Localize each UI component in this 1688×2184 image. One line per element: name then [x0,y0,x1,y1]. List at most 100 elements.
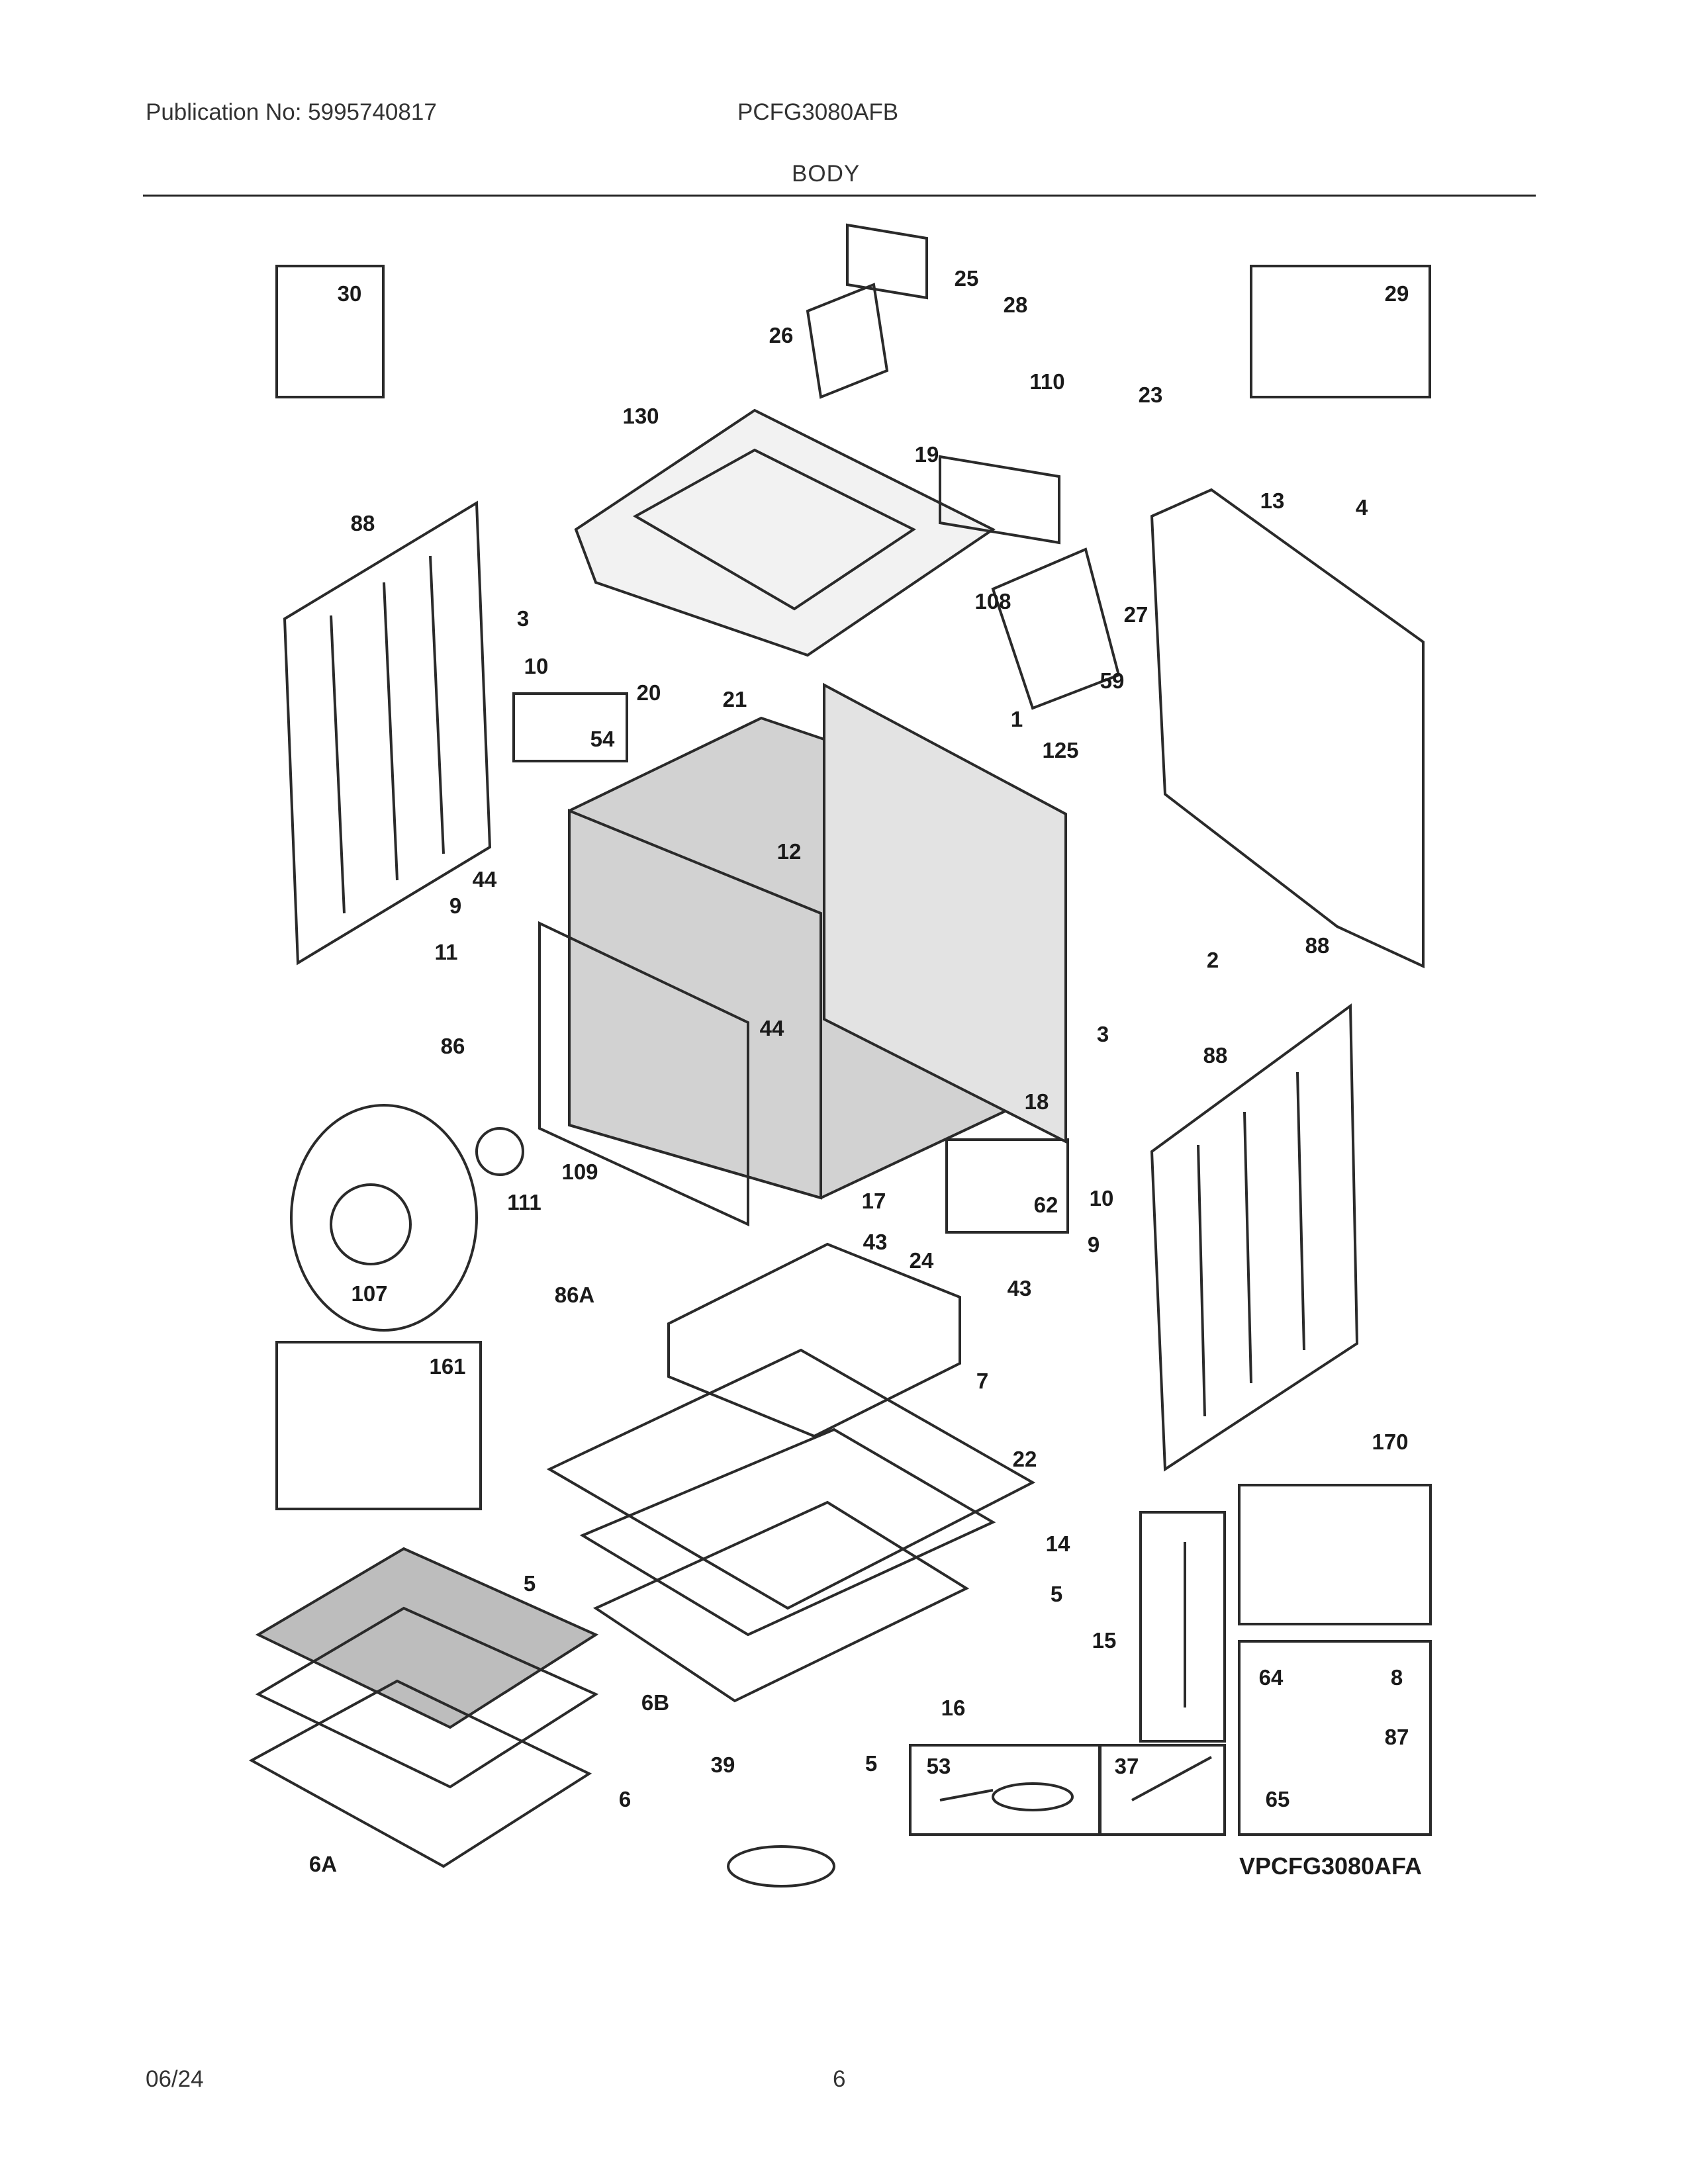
inset-box-62 [945,1138,1069,1234]
callout-53: 53 [927,1754,951,1778]
callout-86: 86 [441,1034,465,1058]
base-pan [592,1500,970,1703]
inset-box-29 [1250,265,1431,398]
callout-14: 14 [1046,1531,1070,1556]
callout-20: 20 [637,680,661,705]
vent-bracket [806,283,889,399]
publication-number: Publication No: 5995740817 [146,99,437,125]
callout-6A: 6A [309,1852,337,1876]
diagram-model-code: VPCFG3080AFA [1239,1852,1422,1880]
callout-12: 12 [777,839,802,864]
top-panel-groove [632,448,916,611]
page-number: 6 [833,2066,846,2092]
callout-109: 109 [561,1160,598,1184]
power-cord [727,1845,835,1888]
callout-labels: 30 25 28 29 26 110 23 130 19 13 4 88 108… [309,266,1409,1876]
callout-3-b: 3 [1097,1022,1109,1046]
callout-108: 108 [974,589,1011,614]
vent-duct [846,223,928,300]
model-number: PCFG3080AFB [737,99,899,125]
oven-rack [255,1606,599,1789]
callout-88-b: 88 [1305,933,1330,958]
cavity-front-frame [568,809,822,1200]
callout-8: 8 [1391,1665,1403,1690]
callout-37: 37 [1115,1754,1139,1778]
callout-161: 161 [429,1354,465,1379]
callout-43-a: 43 [863,1230,888,1254]
callout-125: 125 [1042,738,1078,762]
callout-10-a: 10 [524,654,549,678]
callout-62: 62 [1034,1193,1058,1217]
callout-88-c: 88 [1203,1043,1228,1068]
vent-channel [991,547,1121,710]
callout-16: 16 [941,1696,966,1720]
fan-cover [290,1104,478,1332]
callout-11: 11 [435,940,458,964]
griddle-rack [255,1547,599,1729]
callout-28: 28 [1004,293,1028,317]
callout-6: 6 [619,1787,631,1811]
inset-box-161 [275,1341,482,1510]
inset-box-30 [275,265,385,398]
convection-blower [939,455,1060,545]
callout-4: 4 [1356,495,1368,520]
callout-19: 19 [915,442,939,467]
callout-88-a: 88 [351,511,375,535]
callout-59: 59 [1100,668,1125,693]
callout-10-b: 10 [1090,1186,1114,1210]
left-side-panel [283,500,492,966]
callout-15: 15 [1092,1628,1117,1653]
callout-43-b: 43 [1008,1276,1032,1300]
inset-box-170 [1238,1484,1432,1625]
callout-23: 23 [1139,383,1163,407]
callout-2: 2 [1207,948,1219,972]
callout-86A: 86A [555,1283,595,1307]
callout-18: 18 [1025,1089,1049,1114]
callout-65: 65 [1266,1787,1290,1811]
callout-111: 111 [507,1190,541,1214]
callout-44-b: 44 [760,1016,784,1040]
fan-cover-center [330,1183,412,1265]
callout-22: 22 [1013,1447,1037,1471]
callout-25: 25 [955,266,979,291]
callout-44-a: 44 [473,867,497,891]
bottom-tray [667,1242,961,1438]
rear-panel [1150,488,1425,969]
callout-1: 1 [1011,707,1023,731]
top-panel [574,408,996,657]
section-title: BODY [792,161,861,187]
callout-107: 107 [351,1281,387,1306]
callout-87: 87 [1385,1725,1409,1749]
callout-9-b: 9 [1088,1232,1100,1257]
callout-64: 64 [1259,1665,1284,1690]
right-side-panel [1150,1003,1359,1472]
callout-110: 110 [1029,369,1064,394]
callout-21: 21 [723,687,747,711]
callout-3-a: 3 [517,606,529,631]
door-gasket [538,921,749,1227]
callout-24: 24 [910,1248,934,1273]
callout-26: 26 [769,323,794,347]
header-rule [143,195,1536,197]
callout-9-a: 9 [449,893,461,918]
callout-5-c: 5 [865,1751,877,1776]
inset-box-15 [1139,1511,1226,1743]
callout-130: 130 [622,404,659,428]
callout-17: 17 [862,1189,886,1213]
bake-burner [579,1428,996,1637]
bottom-frame [546,1348,1036,1610]
footer-date: 06/24 [146,2066,204,2092]
inset-box-64 [1238,1640,1432,1836]
callout-170: 170 [1372,1430,1408,1454]
fan-blade [475,1127,524,1176]
callout-39: 39 [711,1752,735,1777]
callout-27: 27 [1124,602,1149,627]
callout-6B: 6B [641,1690,669,1715]
callout-29: 29 [1385,281,1409,306]
callout-54: 54 [590,727,615,751]
callout-7: 7 [976,1369,988,1393]
callout-5-b: 5 [1051,1582,1062,1606]
callout-5-a: 5 [524,1571,536,1596]
inset-box-54 [512,692,628,762]
